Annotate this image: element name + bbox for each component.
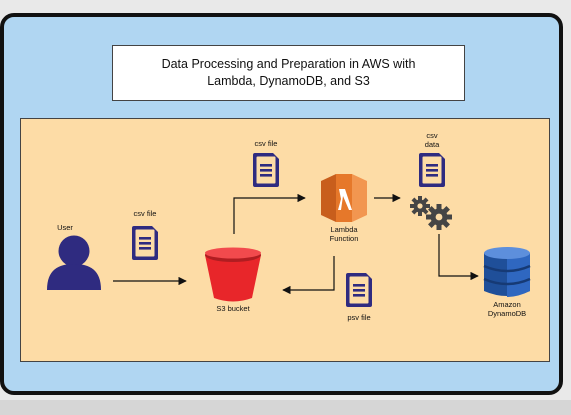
csv-data-file-icon bbox=[419, 153, 445, 187]
lambda-function-label: Lambda Function bbox=[329, 225, 359, 243]
arrow-lambda-to-s3 bbox=[282, 256, 335, 295]
csv-file-icon bbox=[253, 153, 279, 187]
s3-bucket-label: S3 bucket bbox=[216, 304, 250, 313]
csv-file-icon bbox=[132, 226, 158, 260]
user-label: User bbox=[57, 223, 73, 232]
user-icon bbox=[47, 235, 101, 290]
window-bottom-strip bbox=[0, 400, 571, 415]
arrow-s3-to-lambda bbox=[233, 193, 306, 234]
diagram-panel bbox=[20, 118, 550, 362]
s3-bucket-icon bbox=[205, 247, 261, 302]
psv-file-label: psv file bbox=[347, 313, 371, 322]
dynamodb-icon bbox=[483, 247, 531, 297]
csv-file-label: csv file bbox=[254, 139, 278, 148]
psv-file-icon bbox=[346, 273, 372, 307]
title-line-2: Lambda, DynamoDB, and S3 bbox=[207, 74, 370, 88]
arrow-processing-to-dynamodb bbox=[438, 234, 479, 281]
title-line-1: Data Processing and Preparation in AWS w… bbox=[161, 57, 416, 71]
dynamodb-label: Amazon DynamoDB bbox=[487, 300, 527, 318]
gears-icon bbox=[410, 196, 452, 230]
lambda-icon bbox=[321, 174, 367, 222]
csv-data-label: csv data bbox=[424, 131, 440, 149]
diagram-title: Data Processing and Preparation in AWS w… bbox=[112, 45, 465, 101]
csv-file-label: csv file bbox=[133, 209, 157, 218]
